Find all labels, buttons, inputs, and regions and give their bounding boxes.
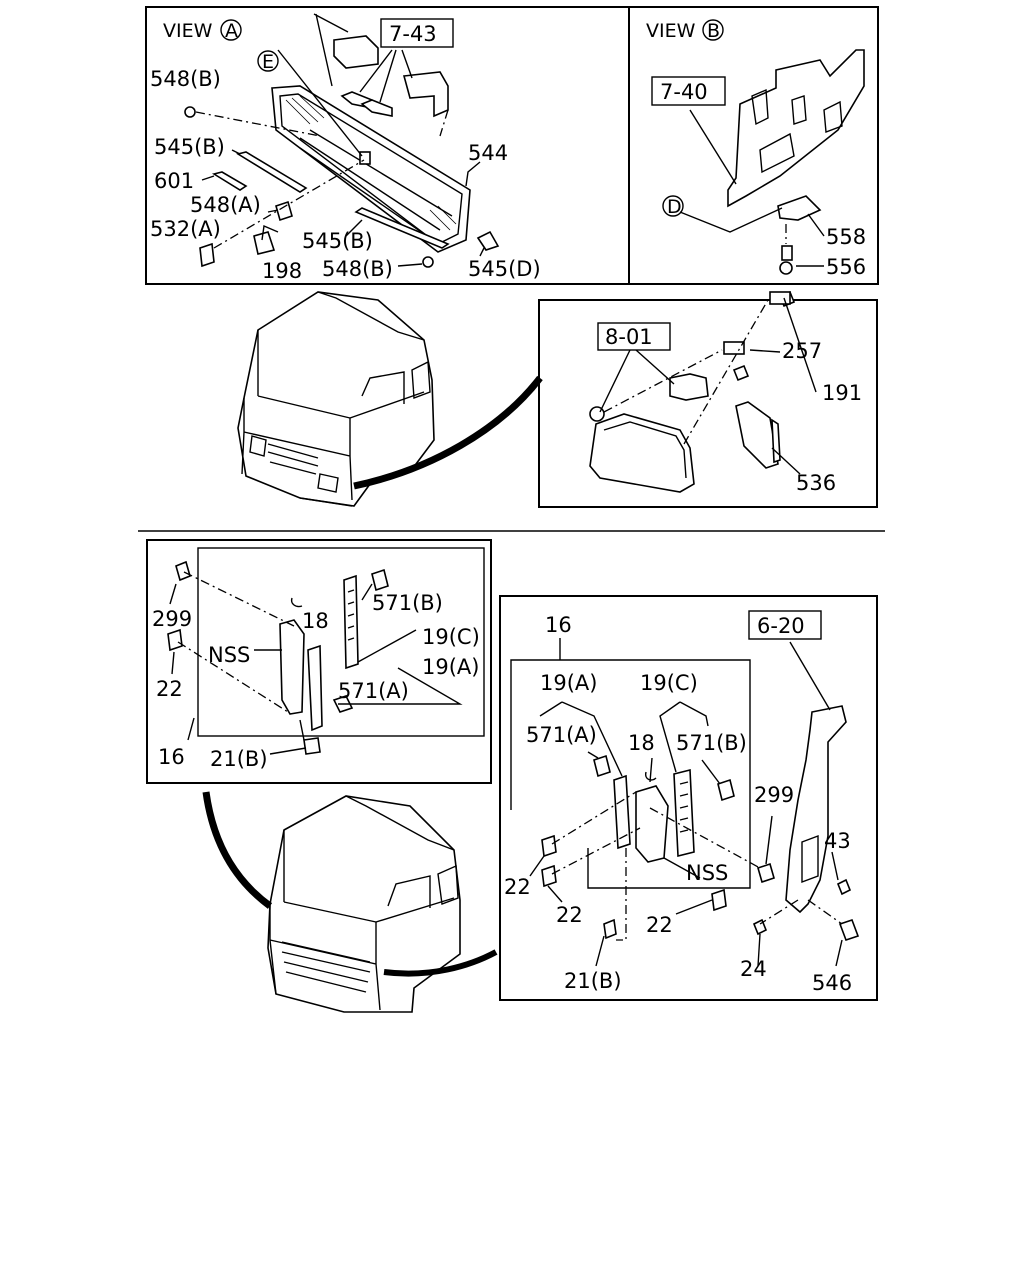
label-544: 544 <box>468 141 508 165</box>
callout-arc-right <box>383 949 498 977</box>
label-571a-left: 571(A) <box>338 679 409 703</box>
callout-e-circle <box>257 50 279 72</box>
ref-8-01-box <box>597 322 671 351</box>
label-536: 536 <box>796 471 836 495</box>
side-right-drawing <box>541 705 860 942</box>
side-left-leaders <box>169 571 463 755</box>
truck-cab-upper-drawing <box>237 291 435 507</box>
label-257: 257 <box>782 339 822 363</box>
label-571b-left: 571(B) <box>372 591 443 615</box>
label-19c-left: 19(C) <box>422 625 480 649</box>
label-299-left: 299 <box>152 607 192 631</box>
label-546-right: 546 <box>812 971 852 995</box>
label-558: 558 <box>826 225 866 249</box>
label-556: 556 <box>826 255 866 279</box>
ref-7-40: 7-40 <box>660 80 708 104</box>
ref-7-43-box <box>380 18 454 48</box>
ref-7-43: 7-43 <box>389 22 437 46</box>
ref-6-20: 6-20 <box>757 614 805 638</box>
view-b-leaders <box>679 109 825 267</box>
bracket-7-43-drawing <box>333 35 449 118</box>
ref-8-01: 8-01 <box>605 325 653 349</box>
fog-lamp-drawing <box>589 290 796 493</box>
label-548b-top: 548(B) <box>150 67 221 91</box>
label-22-right-2: 22 <box>556 903 583 927</box>
panel-side-right-frame <box>499 595 878 1001</box>
side-right-leaders <box>529 638 843 967</box>
side-right-inner-outline <box>510 659 751 889</box>
callout-arc-left <box>202 791 273 909</box>
view-a-letter-circle <box>220 19 242 41</box>
label-19a-right: 19(A) <box>540 671 597 695</box>
bracket-7-40-drawing <box>727 49 865 275</box>
label-21b-left: 21(B) <box>210 747 268 771</box>
label-548b-bottom: 548(B) <box>322 257 393 281</box>
label-nss-left: NSS <box>208 643 250 667</box>
truck-cab-lower-drawing <box>267 795 461 1013</box>
label-22-left: 22 <box>156 677 183 701</box>
label-299-right: 299 <box>754 783 794 807</box>
strip-parts-drawing <box>184 106 500 268</box>
callout-d-circle <box>662 195 684 217</box>
panel-side-left-inner <box>197 547 485 737</box>
label-571a-right: 571(A) <box>526 723 597 747</box>
ref-7-40-box <box>651 76 726 106</box>
label-548a: 548(A) <box>190 193 261 217</box>
label-198: 198 <box>262 259 302 283</box>
label-191: 191 <box>822 381 862 405</box>
label-19c-right: 19(C) <box>640 671 698 695</box>
grille-panel-drawing <box>271 85 471 253</box>
ref-6-20-box <box>748 610 822 640</box>
view-a-leaders <box>195 13 485 267</box>
label-545b-left: 545(B) <box>154 135 225 159</box>
label-16-left: 16 <box>158 745 185 769</box>
label-22-right-1: 22 <box>504 875 531 899</box>
view-a-letter: A <box>225 20 238 42</box>
panel-lamp-frame <box>538 299 878 508</box>
label-43-right: 43 <box>824 829 851 853</box>
label-19a-left: 19(A) <box>422 655 479 679</box>
label-24-right: 24 <box>740 957 767 981</box>
callout-e-letter: E <box>262 51 274 73</box>
callout-d-letter: D <box>667 196 682 218</box>
label-545b-bottom: 545(B) <box>302 229 373 253</box>
view-b-letter-circle <box>702 19 724 41</box>
label-545d: 545(D) <box>468 257 541 281</box>
view-b-title: VIEW <box>646 20 696 42</box>
label-18-left: 18 <box>302 609 329 633</box>
label-532a: 532(A) <box>150 217 221 241</box>
label-571b-right: 571(B) <box>676 731 747 755</box>
label-nss-right: NSS <box>686 861 728 885</box>
label-22-right-3: 22 <box>646 913 673 937</box>
label-18-right: 18 <box>628 731 655 755</box>
label-16-right: 16 <box>545 613 572 637</box>
panel-view-b-frame <box>628 6 879 285</box>
callout-arc-lamp <box>353 375 543 490</box>
label-21b-right: 21(B) <box>564 969 622 993</box>
view-a-title: VIEW <box>163 20 213 42</box>
lamp-leaders <box>599 297 817 475</box>
view-b-letter: B <box>707 20 720 42</box>
side-left-drawing <box>167 560 389 755</box>
label-601: 601 <box>154 169 194 193</box>
panel-side-left-frame <box>146 539 492 784</box>
